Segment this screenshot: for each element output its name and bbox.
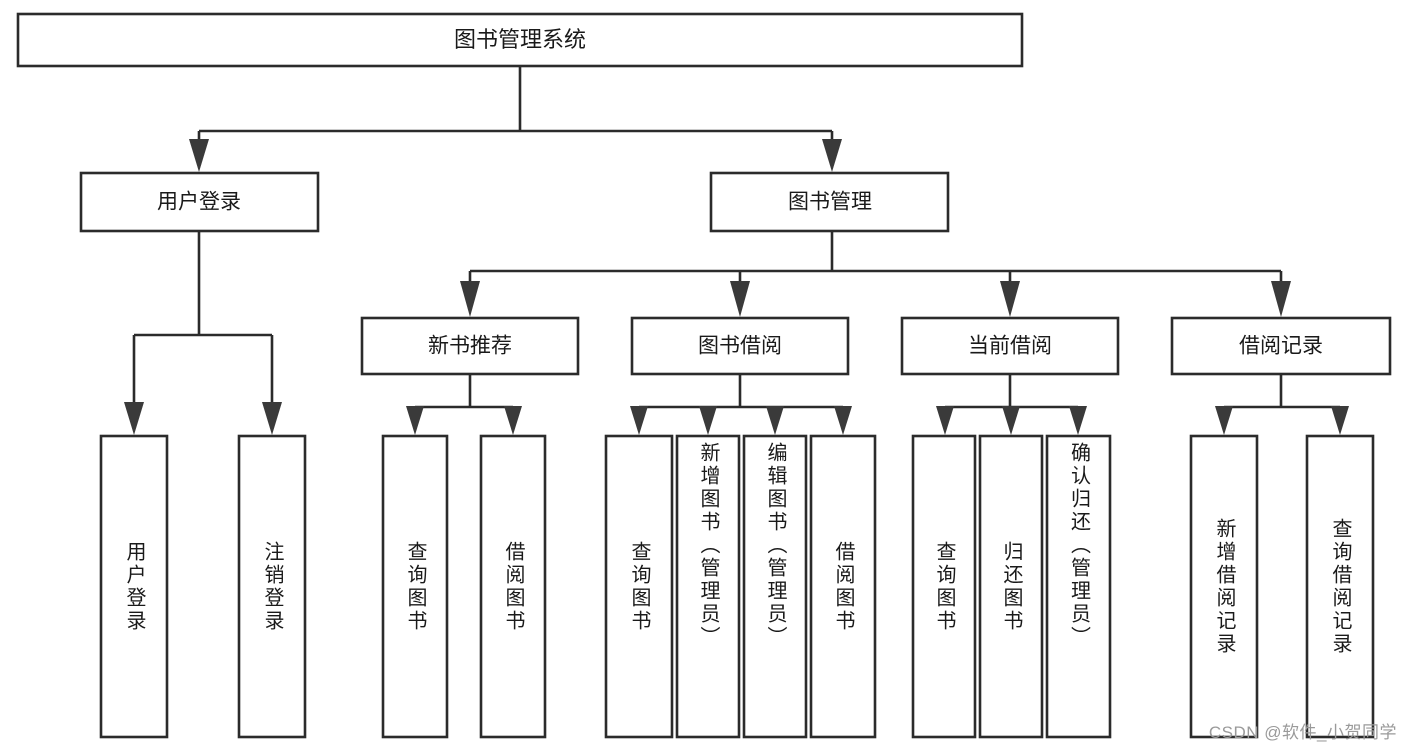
csdn-watermark: CSDN @软件_小贺同学 [1208,723,1397,742]
node-current-borrow-box[interactable] [900,316,1120,376]
arrowhead-leaf-user-login-1 [124,402,144,435]
arrowhead-borrow-record [1271,281,1291,317]
arrowhead-new-book [460,281,480,317]
node-box-group: 图书管理系统 用户登录 图书管理 新书推荐 图书借阅 当前借阅 借阅记录 [16,12,1392,739]
leaf-box-borrow-record-2[interactable] [1305,434,1375,739]
node-borrow-record-label: 借阅记录 [1239,335,1323,358]
arrowhead-user-login [189,139,209,172]
arrowhead-leaf-current-borrow-2 [1002,406,1020,435]
leaf-box-current-borrow-2[interactable] [978,434,1044,739]
leaf-box-user-login-1[interactable] [99,434,169,739]
leaf-box-book-borrow-3[interactable] [742,434,808,739]
arrowhead-leaf-borrow-record-2 [1331,406,1349,435]
node-user-login-box[interactable] [79,171,320,233]
node-current-borrow-label: 当前借阅 [968,335,1052,358]
arrowhead-leaf-book-borrow-3 [766,406,784,435]
arrowhead-leaf-new-book-2 [504,406,522,435]
node-root-label: 图书管理系统 [454,27,586,52]
arrowhead-leaf-book-borrow-2 [699,406,717,435]
arrowhead-leaf-new-book-1 [406,406,424,435]
leaf-box-borrow-record-1[interactable] [1189,434,1259,739]
arrowhead-leaf-borrow-record-1 [1215,406,1233,435]
leaf-box-current-borrow-1[interactable] [911,434,977,739]
node-book-mgmt-box[interactable] [709,171,950,233]
arrowhead-leaf-book-borrow-1 [630,406,648,435]
node-new-book-label: 新书推荐 [428,335,512,358]
arrowhead-leaf-book-borrow-4 [834,406,852,435]
arrowhead-leaf-current-borrow-3 [1069,406,1087,435]
leaf-box-new-book-2[interactable] [479,434,547,739]
leaf-box-user-login-2[interactable] [237,434,307,739]
node-book-borrow-box[interactable] [630,316,850,376]
node-book-mgmt-label: 图书管理 [788,191,872,214]
node-root-box[interactable] [16,12,1024,68]
node-book-borrow-label: 图书借阅 [698,335,782,358]
leaf-box-new-book-1[interactable] [381,434,449,739]
arrowhead-group [124,139,1349,435]
node-new-book-box[interactable] [360,316,580,376]
node-borrow-record-box[interactable] [1170,316,1392,376]
leaf-box-book-borrow-2[interactable] [675,434,741,739]
node-user-login-label: 用户登录 [157,191,241,214]
leaf-box-book-borrow-1[interactable] [604,434,674,739]
arrowhead-book-mgmt [822,139,842,172]
arrowhead-leaf-current-borrow-1 [936,406,954,435]
arrowhead-current-borrow [1000,281,1020,317]
arrowhead-leaf-user-login-2 [262,402,282,435]
leaf-box-current-borrow-3[interactable] [1045,434,1112,739]
arrowhead-book-borrow [730,281,750,317]
leaf-box-book-borrow-4[interactable] [809,434,877,739]
